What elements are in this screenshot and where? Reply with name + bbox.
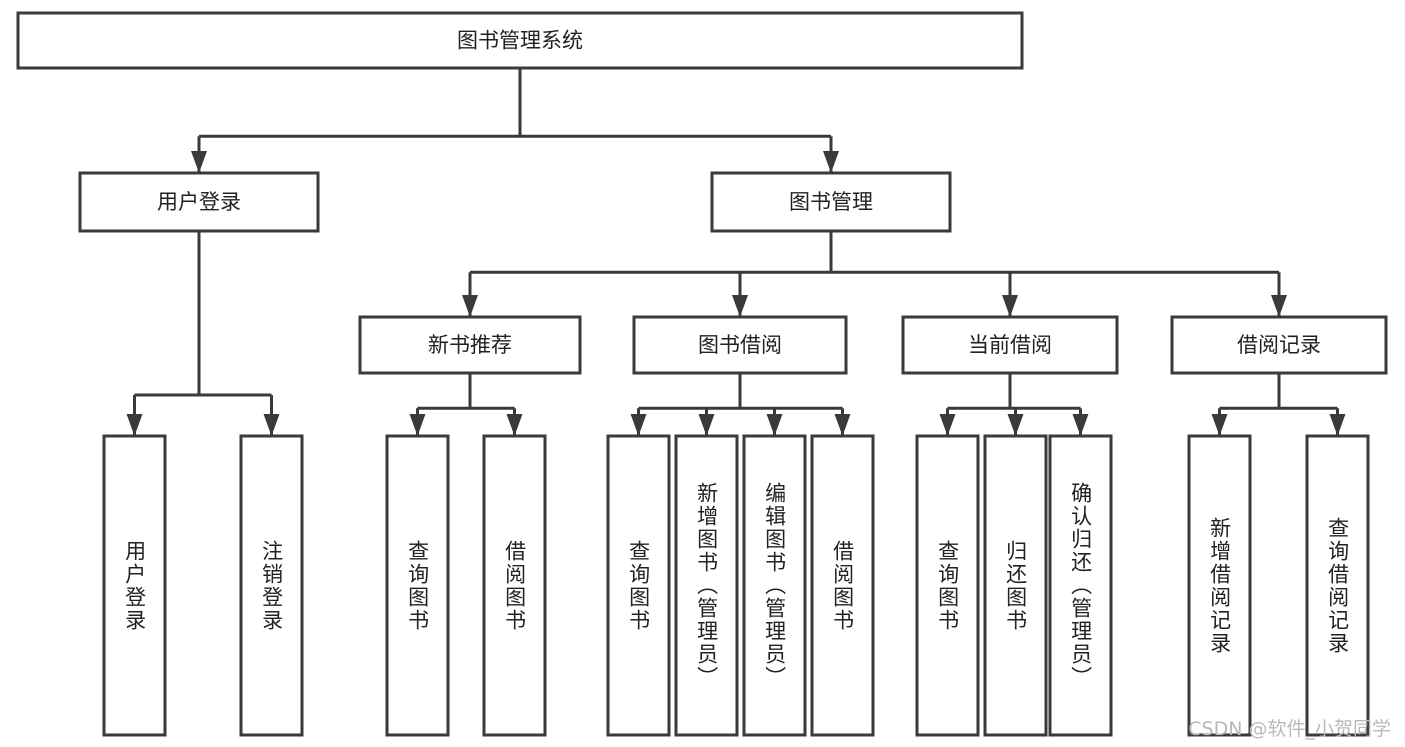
- node-current-borrow-label: 当前借阅: [968, 333, 1052, 357]
- arrow-leaf-query-book-1-icon: [409, 414, 426, 436]
- node-user-login-label: 用户登录: [157, 190, 241, 214]
- arrow-current-borrow-icon: [1002, 295, 1018, 317]
- node-root-box: [16, 11, 1024, 70]
- node-book-management[interactable]: 图书管理: [710, 171, 952, 233]
- node-new-book-recommend[interactable]: 新书推荐: [358, 315, 582, 375]
- arrow-leaf-user-login-icon: [126, 414, 143, 436]
- arrow-book-borrow-icon: [732, 295, 748, 317]
- node-book-borrow-label: 图书借阅: [698, 333, 782, 357]
- node-current-borrow-box: [901, 315, 1119, 375]
- node-new-book-recommend-box: [358, 315, 582, 375]
- node-leaf-add-book[interactable]: [674, 434, 739, 737]
- node-leaf-confirm-return-box: [1048, 434, 1113, 737]
- node-new-book-recommend-label: 新书推荐: [428, 333, 512, 357]
- arrow-leaf-add-book-icon: [698, 414, 715, 436]
- node-root: 图书管理系统: [16, 11, 1024, 70]
- node-leaf-user-login-box: [102, 434, 167, 737]
- node-current-borrow[interactable]: 当前借阅: [901, 315, 1119, 375]
- arrow-borrow-record-icon: [1271, 295, 1287, 317]
- node-borrow-record-box: [1170, 315, 1388, 375]
- node-leaf-edit-book[interactable]: [742, 434, 807, 737]
- watermark-text: CSDN @软件_小贺同学: [1188, 718, 1391, 740]
- connector-layer: [126, 68, 1346, 436]
- node-leaf-add-record[interactable]: [1187, 434, 1252, 737]
- arrow-leaf-confirm-return-icon: [1072, 414, 1089, 436]
- node-leaf-user-logout-box: [239, 434, 304, 737]
- node-book-borrow-box: [632, 315, 848, 375]
- node-leaf-borrow-book-1-box: [482, 434, 547, 737]
- node-leaf-query-record-box: [1305, 434, 1370, 737]
- node-leaf-borrow-book-1[interactable]: [482, 434, 547, 737]
- arrow-leaf-borrow-book-2-icon: [834, 414, 851, 436]
- node-book-management-box: [710, 171, 952, 233]
- node-leaf-query-book-3[interactable]: [915, 434, 980, 737]
- node-leaf-return-book-box: [983, 434, 1048, 737]
- node-book-management-label: 图书管理: [789, 190, 873, 214]
- node-leaf-edit-book-box: [742, 434, 807, 737]
- arrow-leaf-query-book-2-icon: [630, 414, 647, 436]
- node-leaf-query-book-2-box: [606, 434, 671, 737]
- node-leaf-user-login[interactable]: [102, 434, 167, 737]
- node-leaf-borrow-book-2-box: [810, 434, 875, 737]
- node-borrow-record-label: 借阅记录: [1237, 333, 1321, 357]
- node-root-label: 图书管理系统: [457, 29, 583, 53]
- arrow-leaf-query-record-icon: [1329, 414, 1346, 436]
- node-book-borrow[interactable]: 图书借阅: [632, 315, 848, 375]
- node-leaf-confirm-return[interactable]: [1048, 434, 1113, 737]
- node-user-login[interactable]: 用户登录: [78, 171, 320, 233]
- node-borrow-record[interactable]: 借阅记录: [1170, 315, 1388, 375]
- node-leaf-return-book[interactable]: [983, 434, 1048, 737]
- arrow-leaf-query-book-3-icon: [939, 414, 956, 436]
- arrow-book-management-icon: [823, 151, 839, 173]
- node-leaf-borrow-book-2[interactable]: [810, 434, 875, 737]
- node-leaf-query-book-1-box: [385, 434, 450, 737]
- node-leaf-query-book-2[interactable]: [606, 434, 671, 737]
- node-leaf-add-record-box: [1187, 434, 1252, 737]
- arrow-user-login-icon: [191, 151, 207, 173]
- arrow-leaf-return-book-icon: [1007, 414, 1024, 436]
- arrow-leaf-add-record-icon: [1211, 414, 1228, 436]
- node-leaf-query-record[interactable]: [1305, 434, 1370, 737]
- arrow-new-book-recommend-icon: [462, 295, 478, 317]
- node-user-login-box: [78, 171, 320, 233]
- arrow-leaf-user-logout-icon: [263, 414, 280, 436]
- arrow-leaf-edit-book-icon: [766, 414, 783, 436]
- node-leaf-user-logout[interactable]: [239, 434, 304, 737]
- arrow-leaf-borrow-book-1-icon: [506, 414, 523, 436]
- node-leaf-query-book-3-box: [915, 434, 980, 737]
- node-leaf-add-book-box: [674, 434, 739, 737]
- node-leaf-query-book-1[interactable]: [385, 434, 450, 737]
